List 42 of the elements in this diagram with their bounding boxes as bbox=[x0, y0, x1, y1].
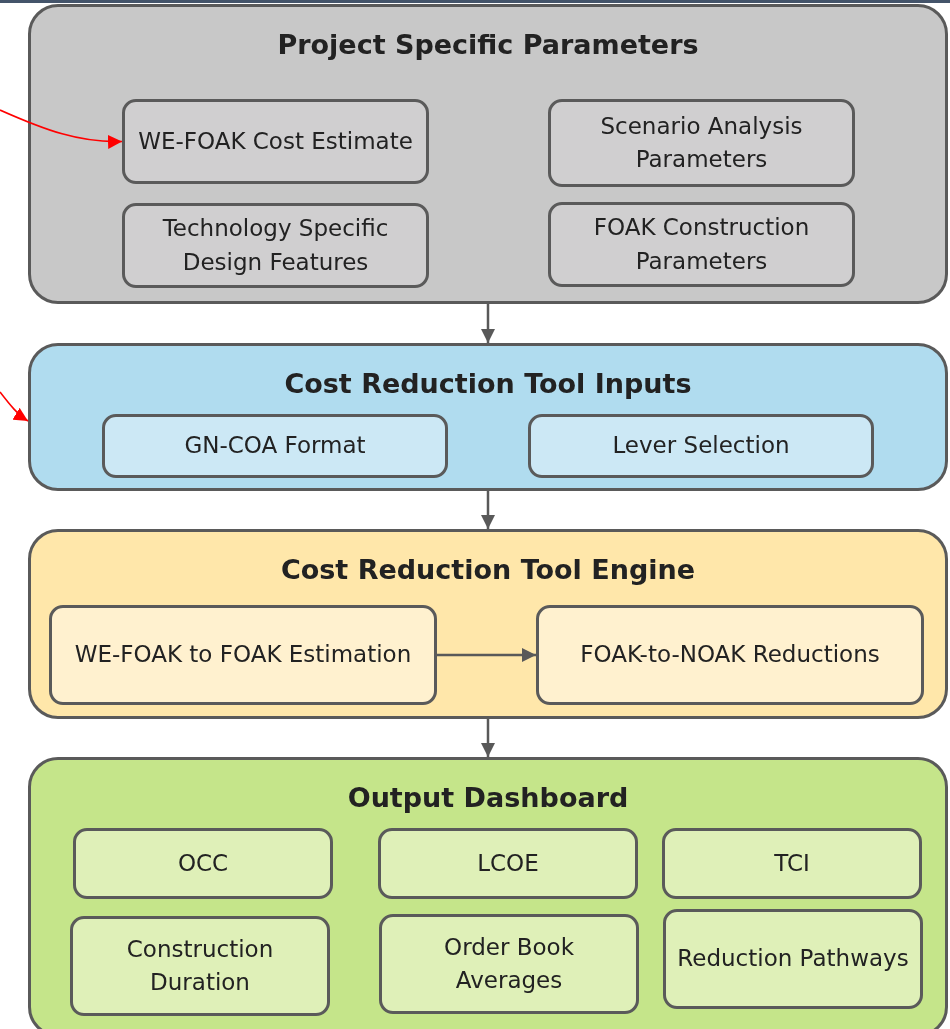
box-label: FOAK Construction Parameters bbox=[592, 213, 811, 276]
box-label: WE-FOAK Cost Estimate bbox=[138, 126, 413, 156]
box-label: FOAK-to-NOAK Reductions bbox=[580, 640, 880, 670]
arrow bbox=[0, 109, 123, 149]
process-box bbox=[379, 914, 639, 1014]
arrow bbox=[481, 304, 495, 343]
process-box bbox=[122, 99, 429, 184]
process-box bbox=[102, 414, 448, 478]
process-box bbox=[548, 99, 855, 187]
box-label: LCOE bbox=[477, 848, 539, 878]
group-panel bbox=[28, 529, 948, 719]
group-title: Cost Reduction Tool Inputs bbox=[284, 368, 692, 399]
group-panel bbox=[28, 4, 948, 304]
box-label: Order Book Averages bbox=[443, 932, 575, 995]
process-box bbox=[662, 828, 922, 899]
group-title: Cost Reduction Tool Engine bbox=[280, 554, 696, 585]
box-label: Scenario Analysis Parameters bbox=[599, 111, 804, 174]
arrow bbox=[437, 648, 536, 662]
process-box bbox=[73, 828, 333, 899]
box-label: Construction Duration bbox=[125, 934, 275, 997]
box-label: TCI bbox=[774, 848, 810, 878]
process-box bbox=[70, 916, 330, 1016]
group-title: Project Specific Parameters bbox=[277, 29, 699, 60]
box-label: WE-FOAK to FOAK Estimation bbox=[74, 640, 412, 670]
process-box bbox=[378, 828, 638, 899]
box-label: Technology Specific Design Features bbox=[161, 214, 390, 277]
process-box bbox=[49, 605, 437, 705]
group-title: Output Dashboard bbox=[347, 782, 629, 813]
box-label: OCC bbox=[177, 848, 229, 878]
process-box bbox=[528, 414, 874, 478]
group-panel bbox=[28, 757, 948, 1029]
arrow bbox=[0, 391, 29, 422]
process-box bbox=[663, 909, 923, 1009]
process-box bbox=[122, 203, 429, 288]
process-box bbox=[548, 202, 855, 287]
process-box bbox=[536, 605, 924, 705]
box-label: GN-COA Format bbox=[184, 431, 366, 461]
box-label: Lever Selection bbox=[612, 431, 790, 461]
arrow bbox=[481, 491, 495, 529]
arrow bbox=[481, 719, 495, 757]
box-label: Reduction Pathways bbox=[677, 944, 909, 974]
group-panel bbox=[28, 343, 948, 491]
